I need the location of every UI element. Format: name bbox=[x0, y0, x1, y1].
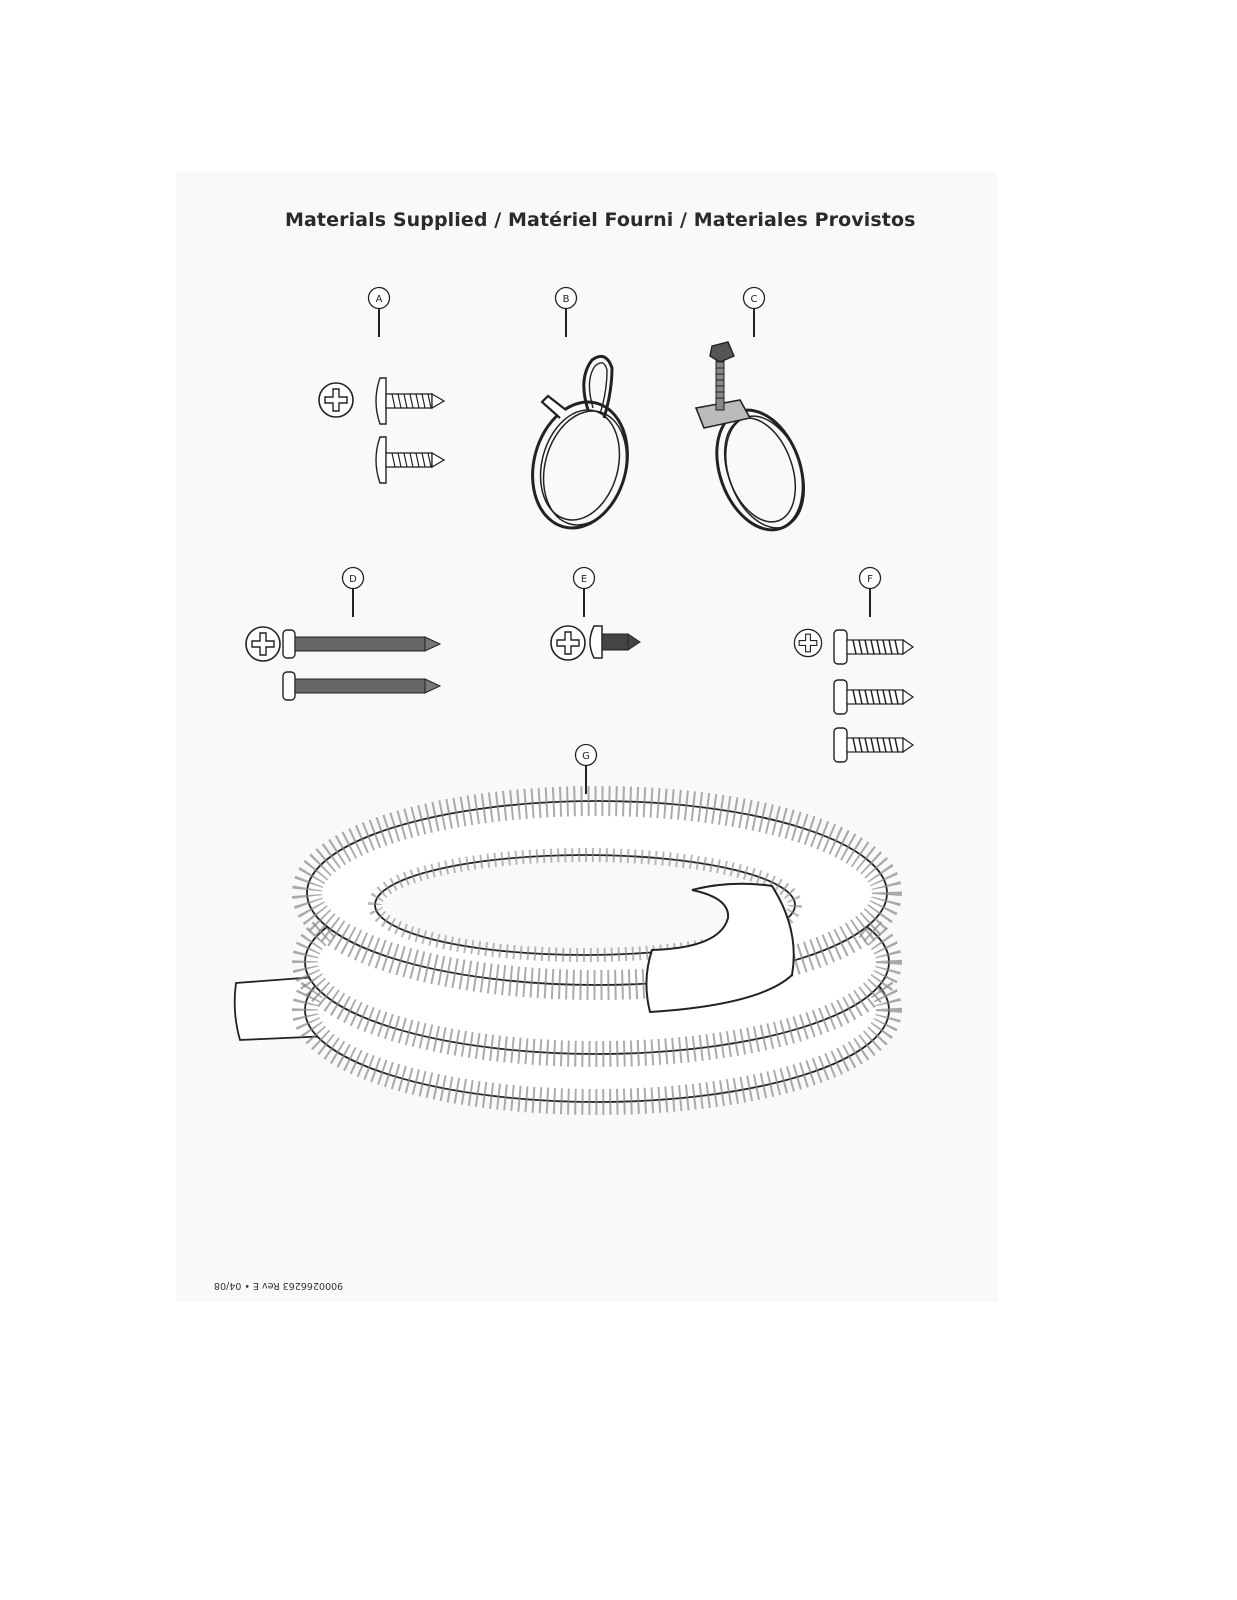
screw-d1 bbox=[282, 629, 442, 659]
callout-c-label: C bbox=[751, 294, 758, 305]
part-f-screws bbox=[793, 628, 915, 763]
phillips-head-icon bbox=[550, 625, 586, 661]
screw-f2 bbox=[833, 679, 915, 715]
callout-b-label: B bbox=[563, 294, 570, 305]
callout-g-label: G bbox=[582, 751, 590, 762]
phillips-head-icon bbox=[793, 628, 823, 658]
part-d-long-screws bbox=[245, 626, 442, 701]
screw-f1 bbox=[833, 629, 915, 665]
callout-d: D bbox=[341, 566, 365, 617]
callout-c: C bbox=[742, 286, 766, 337]
callout-g: G bbox=[574, 743, 598, 794]
phillips-head-icon bbox=[318, 382, 354, 418]
screw-d2 bbox=[282, 671, 442, 701]
callout-d-label: D bbox=[349, 574, 357, 585]
callout-a-label: A bbox=[376, 294, 383, 305]
callout-e: E bbox=[572, 566, 596, 617]
callout-b: B bbox=[554, 286, 578, 337]
part-b-spring-clamp bbox=[531, 354, 629, 530]
callout-f: F bbox=[858, 566, 882, 617]
part-g-drain-hose bbox=[233, 786, 902, 1115]
document-code: 9000266263 Rev E • 04/08 bbox=[214, 1280, 344, 1291]
callout-f-label: F bbox=[867, 574, 873, 585]
part-e-short-screw bbox=[550, 625, 641, 661]
callout-a: A bbox=[367, 286, 391, 337]
part-c-screw-clamp bbox=[694, 341, 805, 532]
page-sheet bbox=[176, 172, 998, 1302]
screw-f3 bbox=[833, 727, 915, 763]
screw-a2 bbox=[375, 436, 446, 484]
screw-a1 bbox=[375, 377, 446, 425]
part-a-screws bbox=[318, 377, 446, 484]
page-title: Materials Supplied / Matériel Fourni / M… bbox=[285, 209, 916, 231]
phillips-head-icon bbox=[245, 626, 281, 662]
callout-e-label: E bbox=[581, 574, 587, 585]
